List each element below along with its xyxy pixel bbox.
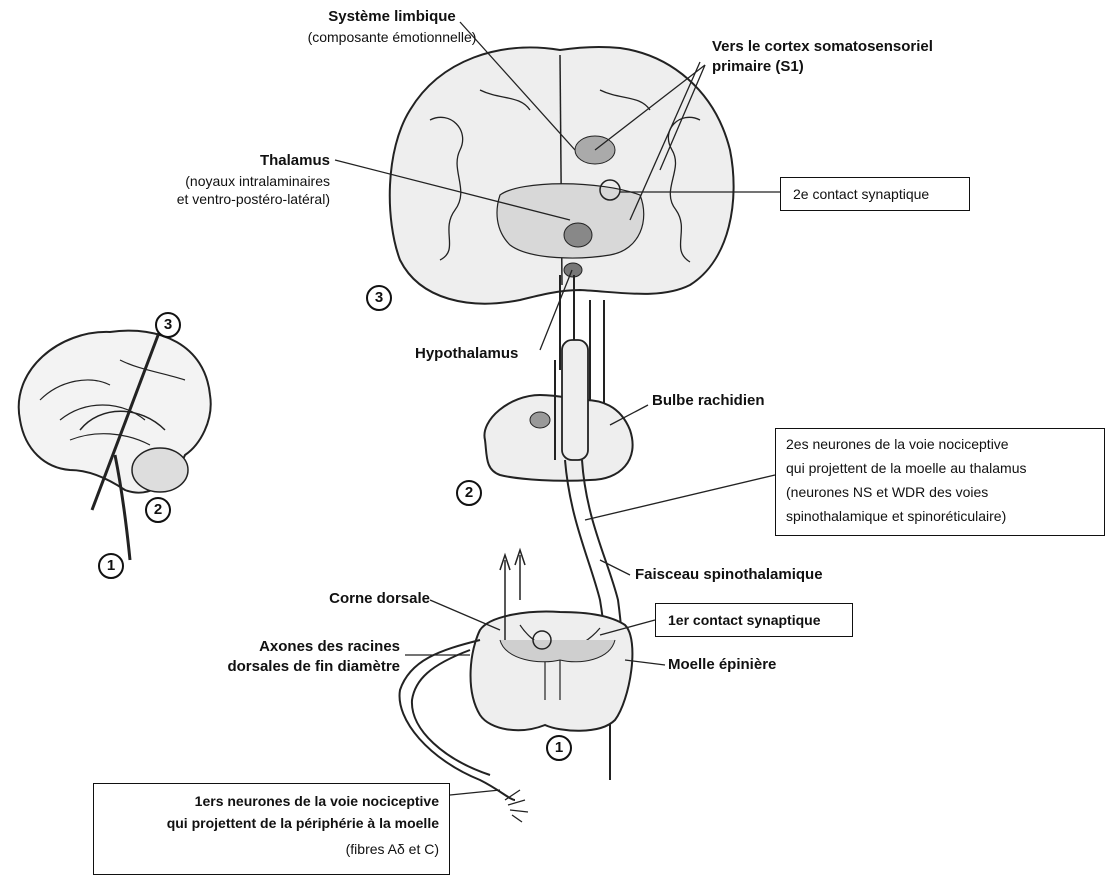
first-neurons-box: 1ers neurones de la voie nociceptive qui… xyxy=(93,783,450,875)
cortex-label-line1: Vers le cortex somatosensoriel xyxy=(712,38,933,56)
dorsal-root-axons-line2: dorsales de fin diamètre xyxy=(190,658,400,676)
first-neurons-line2: qui projettent de la périphérie à la moe… xyxy=(94,814,439,832)
thalamus-subtitle-1: (noyaux intralaminaires xyxy=(130,172,330,190)
second-neurons-box: 2es neurones de la voie nociceptive qui … xyxy=(775,428,1105,536)
first-neurons-line1: 1ers neurones de la voie nociceptive xyxy=(94,792,439,810)
brain-coronal-section xyxy=(390,47,734,304)
spinal-cord-section xyxy=(471,612,633,731)
medulla-label: Bulbe rachidien xyxy=(652,392,765,410)
dorsal-root-axons-line1: Axones des racines xyxy=(190,638,400,656)
marker-inset-1: 1 xyxy=(98,553,124,579)
marker-inset-3: 3 xyxy=(155,312,181,338)
second-synapse-box: 2e contact synaptique xyxy=(780,177,970,211)
marker-spinal-section: 1 xyxy=(546,735,572,761)
spinal-cord-label: Moelle épinière xyxy=(668,656,776,674)
first-neurons-line3: (fibres Aδ et C) xyxy=(94,840,439,858)
spinothalamic-tract-label: Faisceau spinothalamique xyxy=(635,566,823,584)
first-synapse-label: 1er contact synaptique xyxy=(668,611,821,629)
first-synapse-box: 1er contact synaptique xyxy=(655,603,853,637)
thalamus-title: Thalamus xyxy=(130,152,330,170)
marker-brain-section: 3 xyxy=(366,285,392,311)
marker-medulla-section: 2 xyxy=(456,480,482,506)
inset-brain-drawing xyxy=(19,330,211,560)
marker-inset-2: 2 xyxy=(145,497,171,523)
dorsal-horn-label: Corne dorsale xyxy=(260,590,430,608)
second-neurons-line2: qui projettent de la moelle au thalamus xyxy=(786,459,1026,477)
thalamus-subtitle-2: et ventro-postéro-latéral) xyxy=(130,190,330,208)
second-synapse-label: 2e contact synaptique xyxy=(793,185,929,203)
limbic-system-title: Système limbique xyxy=(282,8,502,26)
cortex-label-line2: primaire (S1) xyxy=(712,58,804,76)
second-neurons-line4: spinothalamique et spinoréticulaire) xyxy=(786,507,1006,525)
hypothalamus-label: Hypothalamus xyxy=(415,345,518,363)
second-neurons-line1: 2es neurones de la voie nociceptive xyxy=(786,435,1009,453)
limbic-system-subtitle: (composante émotionnelle) xyxy=(282,28,502,46)
second-neurons-line3: (neurones NS et WDR des voies xyxy=(786,483,988,501)
